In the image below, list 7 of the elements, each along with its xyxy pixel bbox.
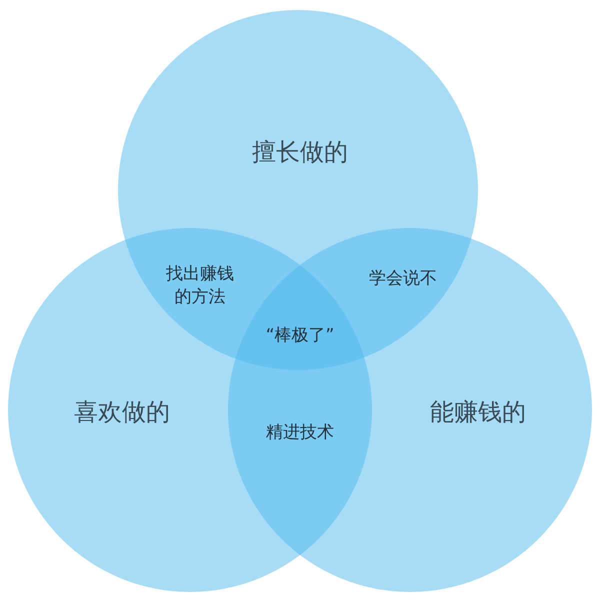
overlap-label: “棒极了”	[264, 324, 336, 346]
overlap-label: 找出赚钱的方法	[165, 263, 235, 308]
overlap-label: 学会说不	[368, 268, 438, 290]
circle-label: 能赚钱的	[430, 397, 526, 428]
circle-label: 喜欢做的	[74, 397, 170, 428]
circle-label: 擅长做的	[252, 137, 348, 168]
overlap-label: 精进技术	[265, 422, 335, 444]
